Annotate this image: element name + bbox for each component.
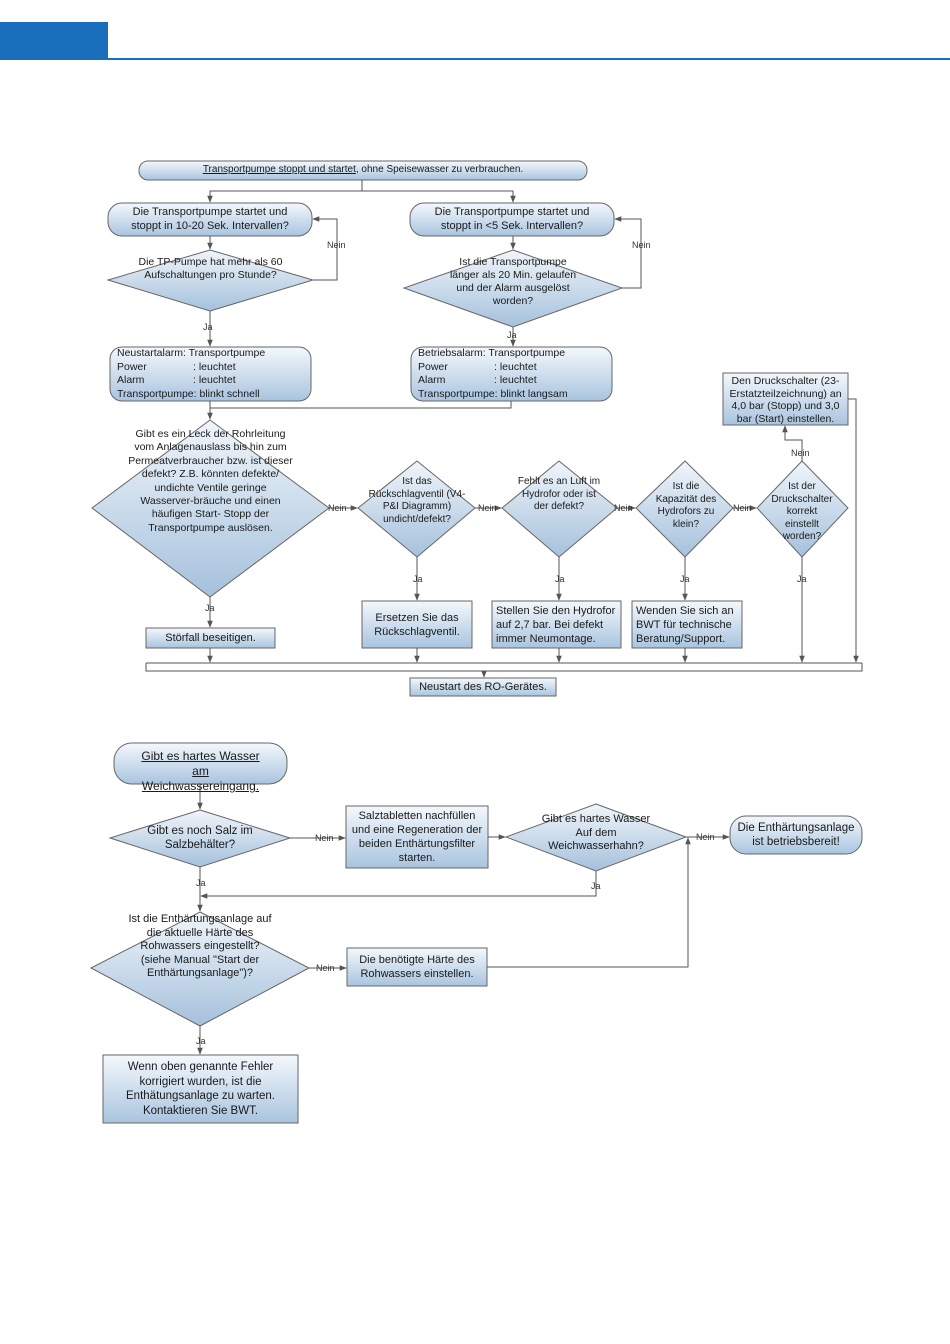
fc2-set-label: Die benötigte Härte des Rohwassers einst… xyxy=(359,954,475,980)
connectors-flowchart1 xyxy=(145,180,863,678)
fc2-ready-box xyxy=(729,815,863,855)
right-question-label: Die Transportpumpe startet und stoppt in… xyxy=(434,206,590,232)
right-diamond-label: Ist die Transportpumpe länger als 20 Min… xyxy=(449,256,577,307)
hydrofor-label: Stellen Sie den Hydrofor auf 2,7 bar. Be… xyxy=(496,605,616,645)
check-valve-label: Ist das Rückschlagventil (V4-P&I Diagram… xyxy=(368,476,466,525)
header-rule xyxy=(108,58,950,60)
druckschalter-box xyxy=(722,372,849,426)
start-label: Transportpumpe stoppt und startet, ohne … xyxy=(139,163,587,177)
switch-diamond-label: Ist der Druckschalter korrekt einstellt … xyxy=(771,481,833,542)
alarm-left-value: : leuchtet xyxy=(193,374,236,386)
alarm-left-key: Alarm xyxy=(117,374,145,386)
fc2-refill-box xyxy=(345,805,489,869)
alarm-left-value: : blinkt schnell xyxy=(193,387,260,400)
fc2-salt-label: Gibt es noch Salz im Salzbehälter? xyxy=(147,825,253,851)
alarm-right-value: : leuchtet xyxy=(494,360,537,373)
bwt-label: Wenden Sie sich an BWT für technische Be… xyxy=(636,605,734,645)
no-label: Nein xyxy=(315,833,334,843)
start-label-underlined: Transportpumpe stoppt und startet xyxy=(202,164,356,175)
yes-label: Ja xyxy=(196,878,206,888)
yes-label: Ja xyxy=(205,603,215,613)
left-question-label: Die Transportpumpe startet und stoppt in… xyxy=(131,206,289,232)
hydrofor-box xyxy=(491,600,622,649)
alarm-right-key: Power xyxy=(418,360,448,373)
capacity-diamond-label: Ist die Kapazität des Hydrofors zu klein… xyxy=(655,481,717,530)
alarm-right-title: Betriebsalarm: Transportpumpe xyxy=(418,347,566,359)
no-label: Nein xyxy=(327,240,346,250)
alarm-right-value: : leuchtet xyxy=(494,374,537,386)
druckschalter-label: Den Druckschalter (23-Erstatzteilzeichnu… xyxy=(729,375,842,425)
alarm-right-value: : blinkt langsam xyxy=(494,387,568,400)
alarm-right-label: Betriebsalarm: Transportpumpe Power : leu… xyxy=(418,347,610,401)
alarm-left-row: Power : leuchtet xyxy=(117,361,309,375)
alarm-right-key: Transportpumpe xyxy=(418,387,495,400)
connectors-flowchart2 xyxy=(197,784,730,1055)
header-brand-block xyxy=(0,22,108,60)
bwt-box xyxy=(631,600,743,649)
restart-label: Neustart des RO-Gerätes. xyxy=(419,681,547,693)
alarm-left-key: Transportpumpe xyxy=(117,387,194,400)
fc2-final-box xyxy=(102,1054,299,1124)
alarm-left-title: Neustartalarm: Transportpumpe xyxy=(117,347,266,359)
alarm-left-row: Alarm : leuchtet xyxy=(117,374,309,388)
fc2-hard-label: Gibt es hartes Wasser Auf dem Weichwasse… xyxy=(541,813,651,852)
alarm-left-value: : leuchtet xyxy=(193,360,236,373)
alarm-left-row: Transportpumpe: blinkt schnell xyxy=(117,388,309,402)
leak-diamond-label: Gibt es ein Leck der Rohrleitung vom Anl… xyxy=(128,428,293,534)
no-label: Nein xyxy=(328,503,347,513)
replace-label: Ersetzen Sie das Rückschlagventil. xyxy=(374,612,460,638)
no-label: Nein xyxy=(696,832,715,842)
left-diamond-label: Die TP-Pumpe hat mehr als 60 Aufschaltun… xyxy=(138,256,283,281)
alarm-right-row: Transportpumpe: blinkt langsam xyxy=(418,388,610,402)
fix-label: Störfall beseitigen. xyxy=(165,632,256,644)
yes-label: Ja xyxy=(196,1036,206,1046)
yes-label: Ja xyxy=(507,330,517,340)
fc2-refill-label: Salztabletten nachfüllen und eine Regene… xyxy=(351,810,483,864)
yes-label: Ja xyxy=(555,574,565,584)
air-diamond-label: Fehlt es an Luft im Hydrofor oder ist de… xyxy=(517,476,601,512)
no-label: Nein xyxy=(478,503,497,513)
start-terminator xyxy=(138,160,588,181)
yes-label: Ja xyxy=(413,574,423,584)
no-label: Nein xyxy=(791,448,810,458)
fc2-adjust-label: Ist die Enthärtungsanlage auf die aktuel… xyxy=(128,913,272,979)
no-label: Nein xyxy=(733,503,752,513)
alarm-left-key: Power xyxy=(117,360,147,373)
restart-box xyxy=(409,677,557,697)
right-question-box xyxy=(409,202,615,237)
no-label: Nein xyxy=(614,503,633,513)
start-label-rest: , ohne Speisewasser zu verbrauchen. xyxy=(355,164,524,175)
fc2-ready-label: Die Enthärtungsanlage ist betriebsbereit… xyxy=(737,822,855,848)
alarm-right-row: Alarm : leuchtet xyxy=(418,374,610,388)
no-label: Nein xyxy=(632,240,651,250)
alarm-right-row: Power : leuchtet xyxy=(418,361,610,375)
yes-label: Ja xyxy=(797,574,807,584)
no-label: Nein xyxy=(316,963,335,973)
fc2-final-label: Wenn oben genannte Fehler korrigiert wur… xyxy=(126,1061,275,1117)
fc2-set-box xyxy=(346,947,488,987)
yes-label: Ja xyxy=(680,574,690,584)
fc2-start-label: Gibt es hartes Wasser am Weichwassereing… xyxy=(141,749,260,793)
alarm-right-key: Alarm xyxy=(418,374,446,386)
alarm-left-label: Neustartalarm: Transportpumpe Power : leu… xyxy=(117,347,309,401)
replace-box xyxy=(361,600,473,649)
yes-label: Ja xyxy=(591,881,601,891)
yes-label: Ja xyxy=(203,322,213,332)
